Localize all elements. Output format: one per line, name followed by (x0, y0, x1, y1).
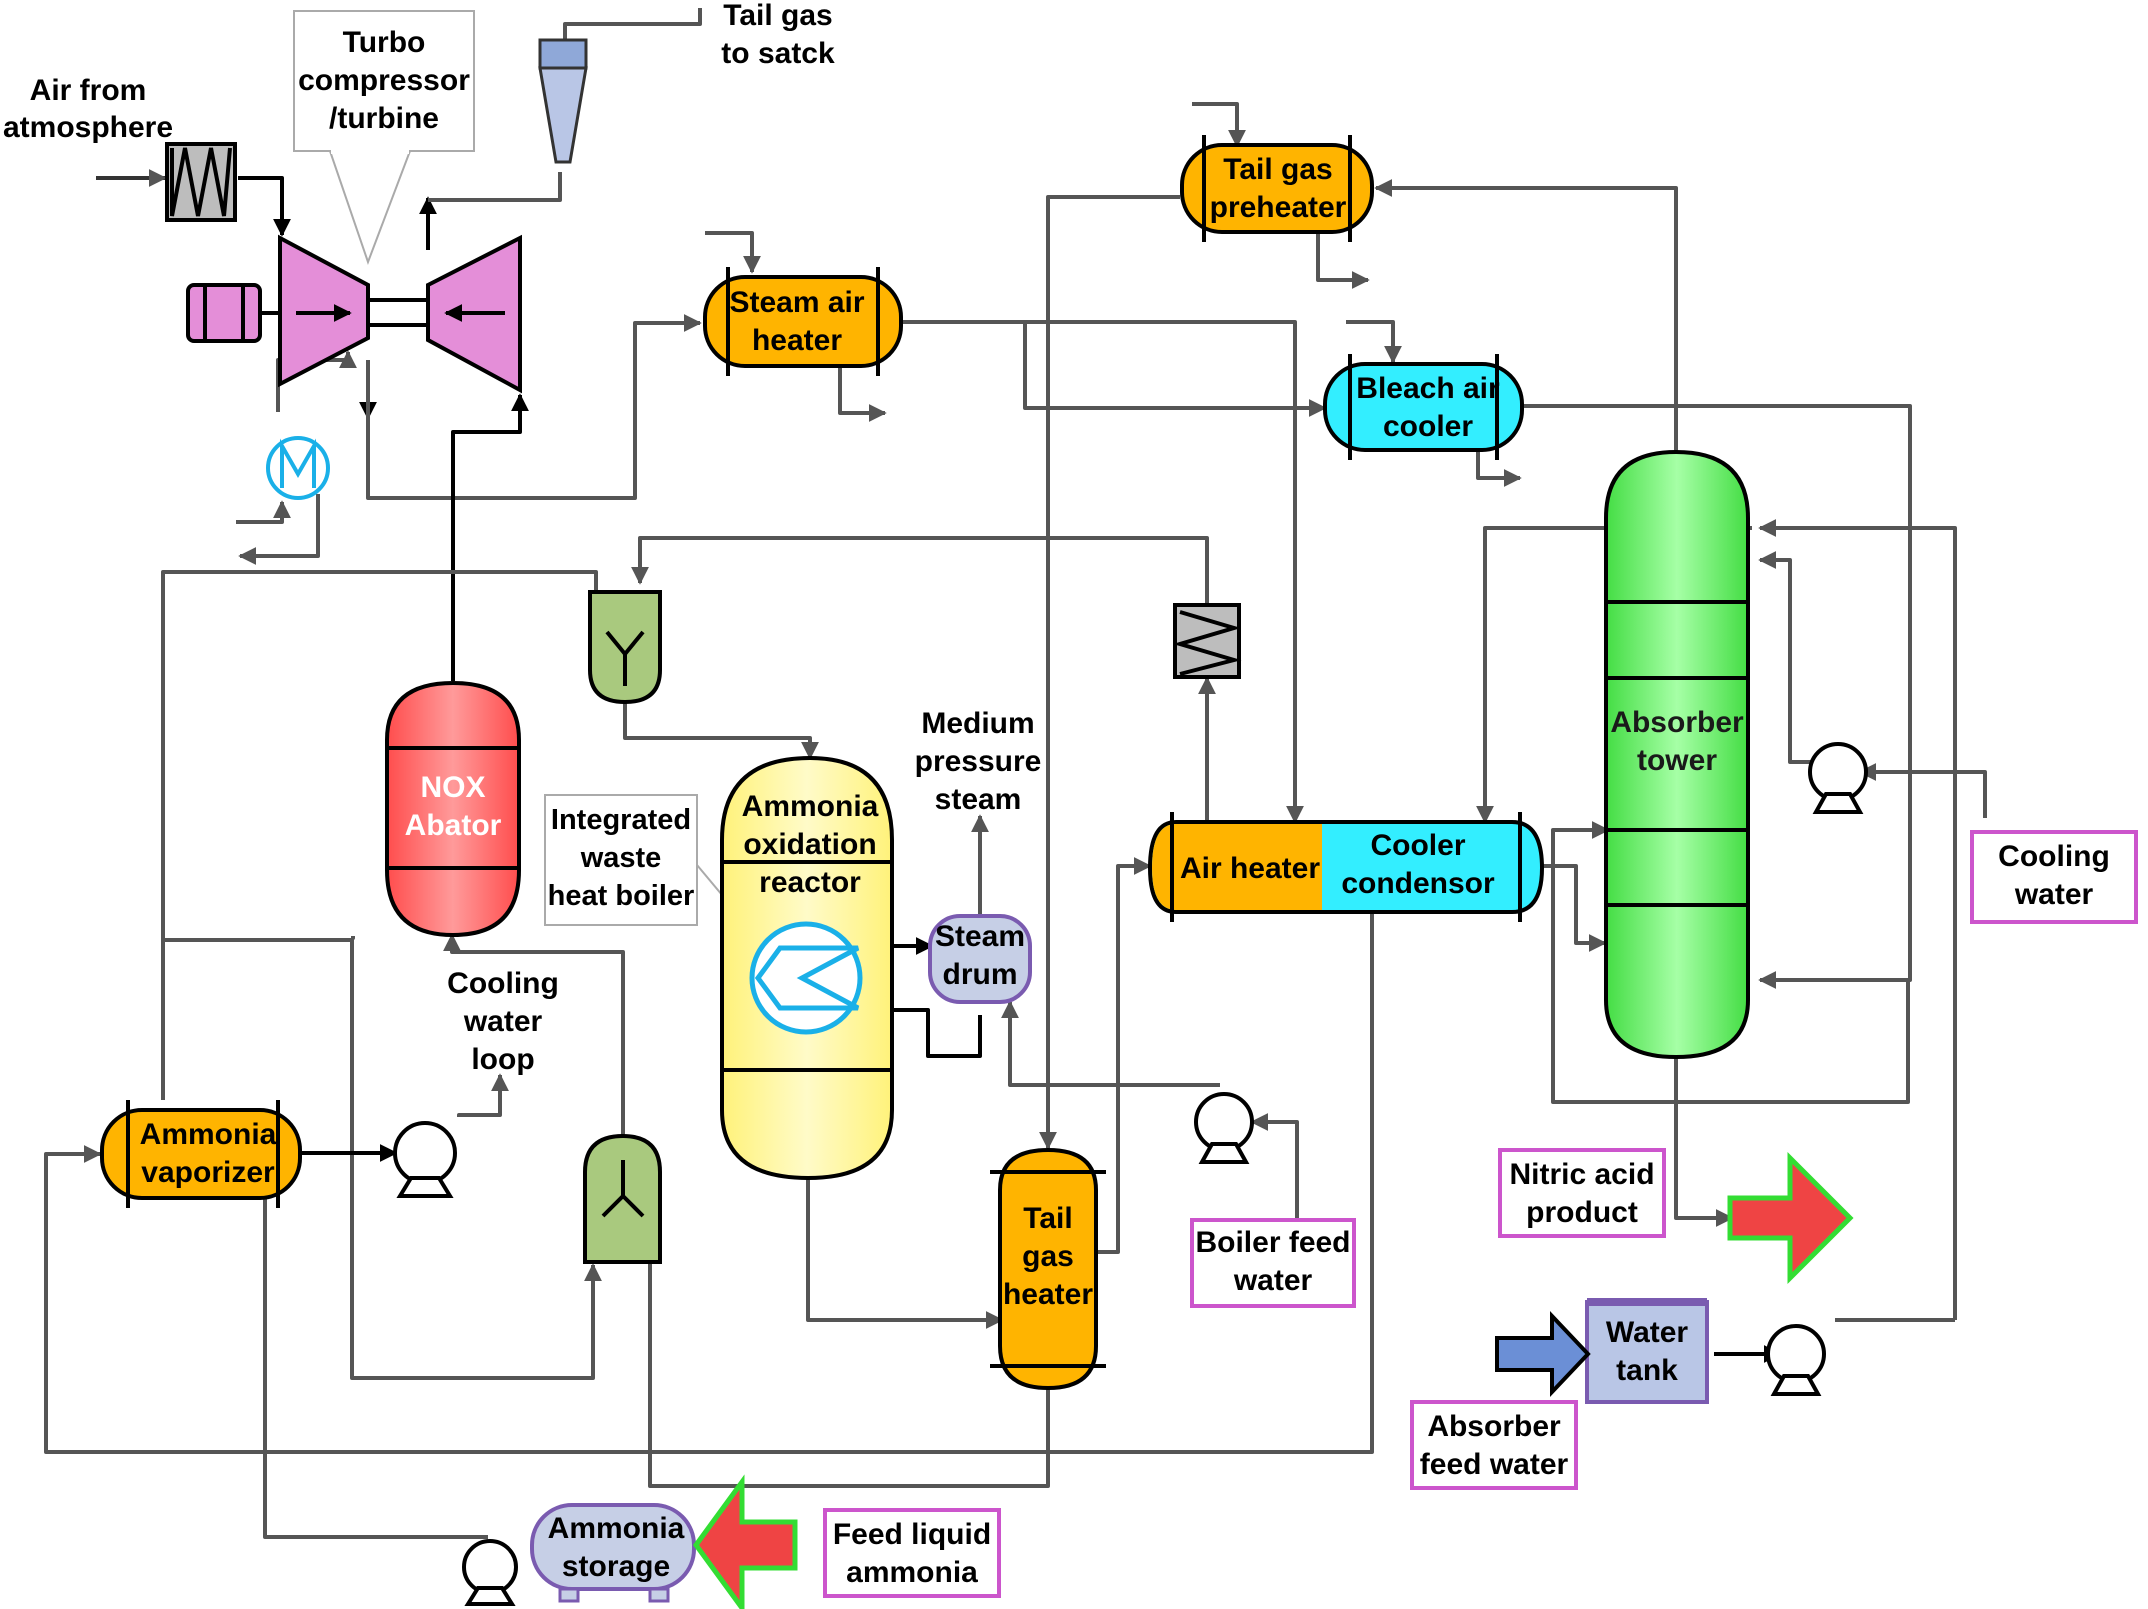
text-label: NOX (420, 771, 485, 804)
text-label: heater (752, 324, 842, 357)
text-label: Ammonia (742, 790, 879, 823)
text-label: Steam (935, 920, 1025, 953)
text-label: gas (1022, 1240, 1074, 1273)
label-air-from-atmosphere: Air from atmosphere (3, 74, 173, 144)
text-label: condensor (1341, 867, 1495, 900)
text-label: product (1526, 1196, 1638, 1229)
steam-air-heater: Steam air heater (703, 267, 903, 376)
absorber-tower: Absorber tower (1604, 449, 1750, 1060)
compressor-icon (278, 234, 370, 388)
text-label: Cooler (1370, 829, 1465, 862)
text-label: Tail gas (723, 0, 832, 32)
label-absorber-feed-water: Absorber feed water (1410, 1400, 1578, 1490)
text-label: to satck (721, 37, 835, 70)
cyclone-stack-icon (538, 38, 588, 164)
text-label: oxidation (743, 828, 876, 861)
callout-integrated-waste-heat-boiler: Integrated waste heat boiler (544, 794, 769, 951)
text-label: /turbine (329, 102, 439, 135)
text-label: heater (1003, 1278, 1093, 1311)
label-medium-pressure-steam: Medium pressure steam (915, 707, 1042, 816)
turbo-shaft (368, 298, 428, 327)
tail-gas-heater: Tail gas heater (990, 1147, 1106, 1391)
filter-icon (588, 590, 662, 705)
steam-drum: Steam drum (928, 914, 1032, 1004)
text-label: tank (1616, 1354, 1678, 1387)
label-cooling-water: Cooling water (1970, 830, 2138, 924)
text-label: compressor (298, 64, 470, 97)
text-label: tower (1637, 744, 1717, 777)
text-label: preheater (1210, 191, 1347, 224)
turbine-icon (426, 234, 522, 394)
text-label: Water (1606, 1316, 1689, 1349)
label-feed-liquid-ammonia: Feed liquid ammonia (823, 1508, 1001, 1598)
text-label: Turbo (343, 26, 426, 59)
ammonia-vaporizer: Ammonia vaporizer (100, 1100, 302, 1208)
text-label: Boiler feed (1195, 1226, 1350, 1259)
text-label: pressure (915, 745, 1042, 778)
heat-exchanger-coil-icon (1172, 603, 1242, 679)
label-boiler-feed-water: Boiler feed water (1190, 1218, 1356, 1308)
ammonia-storage: Ammonia storage (530, 1503, 696, 1603)
text-label: Nitric acid (1509, 1158, 1654, 1191)
text-label: storage (562, 1550, 670, 1583)
nox-abator: NOX Abator (385, 680, 521, 938)
callout-turbo-compressor: Turbo compressor /turbine (293, 10, 475, 265)
feed-ammonia-arrow-icon (692, 1474, 798, 1609)
air-heater-label: Air heater (1180, 852, 1320, 885)
water-tank: Water tank (1585, 1298, 1709, 1404)
pump-icon-cooling-loop (393, 1121, 457, 1198)
text-label: atmosphere (3, 111, 173, 144)
text-label: vaporizer (141, 1156, 275, 1189)
pump-icon-boiler-feed (1194, 1092, 1254, 1164)
piping (44, 8, 1987, 1566)
text-label: Ammonia (140, 1118, 277, 1151)
text-label: loop (471, 1043, 534, 1076)
air-heater-cooler-condensor: Air heater Cooler condensor (1147, 812, 1545, 922)
text-label: Tail gas (1223, 153, 1332, 186)
text-label: waste (580, 842, 662, 874)
text-label: water (463, 1005, 543, 1038)
text-label: Feed liquid (833, 1518, 991, 1551)
filter-icon-lower (583, 1133, 662, 1264)
text-label: Abator (405, 809, 502, 842)
text-label: reactor (759, 866, 861, 899)
label-nitric-acid-product: Nitric acid product (1498, 1148, 1666, 1238)
text-label: drum (943, 958, 1018, 991)
text-label: water (1233, 1264, 1313, 1297)
motor-icon (186, 283, 282, 343)
air-filter-coil-icon (165, 142, 237, 222)
text-label: Tail (1023, 1202, 1072, 1235)
pump-icon-ammonia-storage (462, 1539, 518, 1606)
text-label: feed water (1420, 1448, 1569, 1481)
pump-icon-absorber (1808, 742, 1868, 814)
product-arrow-icon (1727, 1151, 1854, 1285)
bleach-air-cooler: Bleach air cooler (1323, 354, 1524, 460)
tail-gas-preheater: Tail gas preheater (1180, 135, 1374, 242)
text-label: cooler (1383, 410, 1473, 443)
text-label: Absorber (1427, 1410, 1561, 1443)
ammonia-oxidation-reactor: Ammonia oxidation reactor (720, 755, 894, 1181)
feed-water-arrow-icon (1495, 1310, 1591, 1398)
text-label: steam (935, 783, 1022, 816)
text-label: Integrated (551, 804, 691, 836)
text-label: heat boiler (548, 880, 695, 912)
text-label: Ammonia (548, 1512, 685, 1545)
label-tail-gas-to-stack: Tail gas to satck (721, 0, 835, 70)
pump-icon-water-tank (1766, 1324, 1826, 1396)
motor-m-icon (266, 436, 330, 500)
text-label: Bleach air (1356, 372, 1500, 405)
text-label: Absorber (1610, 706, 1744, 739)
text-label: Steam air (729, 286, 864, 319)
text-label: Cooling (447, 967, 559, 1000)
text-label: ammonia (846, 1556, 978, 1589)
text-label: Medium (921, 707, 1034, 740)
label-cooling-water-loop: Cooling water loop (447, 967, 559, 1076)
text-label: water (2014, 878, 2094, 911)
text-label: Air from (30, 74, 147, 107)
text-label: Cooling (1998, 840, 2110, 873)
